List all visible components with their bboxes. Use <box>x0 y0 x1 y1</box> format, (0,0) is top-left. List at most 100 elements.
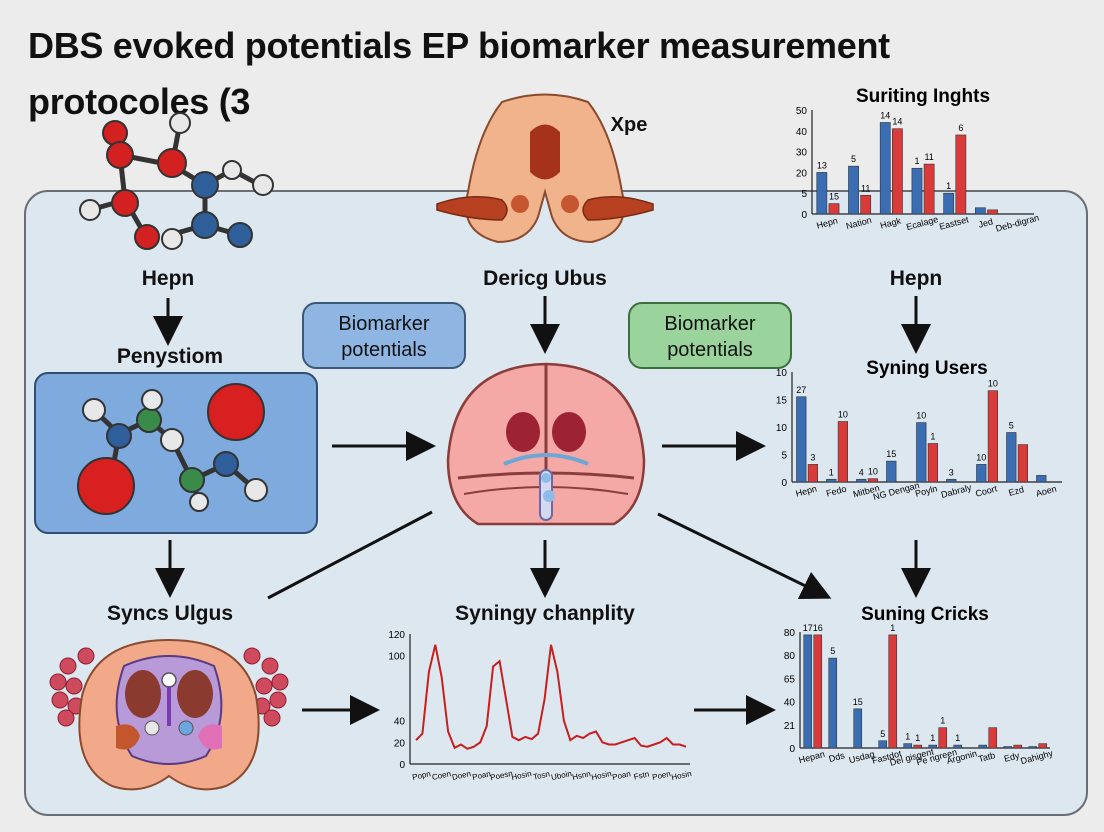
data-label: 1 <box>946 181 951 191</box>
data-label: 5 <box>880 729 885 739</box>
pill-line-1: Biomarker <box>338 313 430 335</box>
x-tick-label: Popn <box>411 769 431 782</box>
y-tick-label: 40 <box>784 698 796 709</box>
thalamus-icon <box>49 638 289 791</box>
bar <box>796 396 807 483</box>
x-tick-label: Dds <box>828 750 847 764</box>
x-tick-label: Doen <box>451 769 472 782</box>
bar <box>946 478 957 483</box>
data-label: 16 <box>813 623 823 633</box>
bar <box>1013 744 1023 749</box>
x-tick-label: Jed <box>977 216 994 229</box>
bar <box>878 740 888 749</box>
x-tick-label: Poan <box>471 769 491 782</box>
bar <box>803 634 813 749</box>
data-label: 5 <box>1009 421 1014 431</box>
label-syningy: Syningy chanplity <box>455 602 635 625</box>
bar <box>856 478 867 483</box>
label-hepn-right: Hepn <box>889 267 943 290</box>
bar <box>860 194 872 215</box>
data-label: 5 <box>851 154 856 164</box>
chart-title: Suriting Inghts <box>856 86 990 107</box>
data-label: 1 <box>930 432 935 442</box>
bar <box>826 478 837 483</box>
y-tick-label: 15 <box>776 396 788 407</box>
bar <box>1036 475 1047 483</box>
bar <box>978 744 988 749</box>
biomarker-pill-blue: Biomarker potentials <box>302 302 466 369</box>
pill-line-1: Biomarker <box>664 313 756 335</box>
y-tick-label: 10 <box>776 423 788 434</box>
molecule-box-icon <box>77 383 268 515</box>
data-label: 10 <box>868 467 878 477</box>
y-tick-label: 10 <box>776 368 788 379</box>
y-tick-label: 21 <box>784 721 796 732</box>
data-label: 1 <box>955 733 960 743</box>
bar <box>927 443 939 483</box>
data-label: 1 <box>940 716 945 726</box>
data-label: 15 <box>853 697 863 707</box>
y-tick-label: 5 <box>781 451 787 462</box>
bar <box>975 207 986 215</box>
x-tick-label: Hsnn <box>571 769 591 782</box>
x-tick-label: Poen <box>651 769 671 782</box>
bar <box>988 727 998 749</box>
y-tick-label: 30 <box>796 148 808 159</box>
brain-structure-icon <box>436 93 654 244</box>
label-syncs-ulgus: Syncs Ulgus <box>106 602 234 625</box>
y-tick-label: 120 <box>388 630 405 641</box>
label-hepn-left: Hepn <box>141 267 195 290</box>
bar <box>892 128 903 215</box>
x-tick-label: Edy <box>1003 750 1021 764</box>
bar <box>1028 746 1038 749</box>
bar <box>911 167 923 215</box>
label-deric-ubus: Dericg Ubus <box>483 267 607 290</box>
data-label: 10 <box>988 379 998 389</box>
bar <box>886 460 897 483</box>
y-tick-label: 50 <box>796 106 808 117</box>
x-tick-label: Poan <box>611 769 631 782</box>
x-tick-label: Uboin <box>550 769 572 782</box>
data-label: 5 <box>830 646 835 656</box>
bar <box>1017 444 1029 483</box>
data-label: 1 <box>930 733 935 743</box>
brain-cross-section-icon <box>446 362 646 526</box>
data-label: 3 <box>810 452 815 462</box>
bar <box>848 165 859 215</box>
label-penystiom: Penystiom <box>116 345 224 368</box>
x-tick-label: Hosin <box>671 769 693 782</box>
bar <box>837 421 848 483</box>
y-tick-label: 80 <box>784 628 796 639</box>
data-label: 15 <box>829 192 839 202</box>
data-label: 10 <box>976 452 986 462</box>
data-label: 11 <box>924 152 933 162</box>
data-label: 1 <box>905 732 910 742</box>
data-label: 27 <box>796 385 806 395</box>
y-tick-label: 80 <box>784 651 796 662</box>
biomarker-pill-green: Biomarker potentials <box>628 302 792 369</box>
bar <box>879 122 891 215</box>
data-label: 1 <box>914 156 919 166</box>
x-tick-label: Tatb <box>977 750 996 764</box>
data-label: 17 <box>803 623 813 633</box>
chart-title: Suning Cricks <box>861 604 989 625</box>
x-tick-label: Fstn <box>633 770 650 782</box>
series-line <box>415 644 687 750</box>
bar <box>1038 743 1048 749</box>
y-tick-label: 20 <box>394 738 406 749</box>
bar <box>976 464 987 483</box>
x-tick-label: Ezd <box>1007 484 1025 498</box>
x-tick-label: Tosn <box>532 769 550 781</box>
data-label: 14 <box>892 117 902 127</box>
y-tick-label: 100 <box>388 652 405 663</box>
chart-title: Syning Users <box>866 358 987 379</box>
data-label: 14 <box>880 110 890 120</box>
bar <box>987 390 999 483</box>
data-label: 10 <box>838 410 848 420</box>
page-title: DBS evoked potentials EP biomarker measu… <box>28 25 890 122</box>
bar <box>923 163 935 215</box>
data-label: 1 <box>890 623 895 633</box>
